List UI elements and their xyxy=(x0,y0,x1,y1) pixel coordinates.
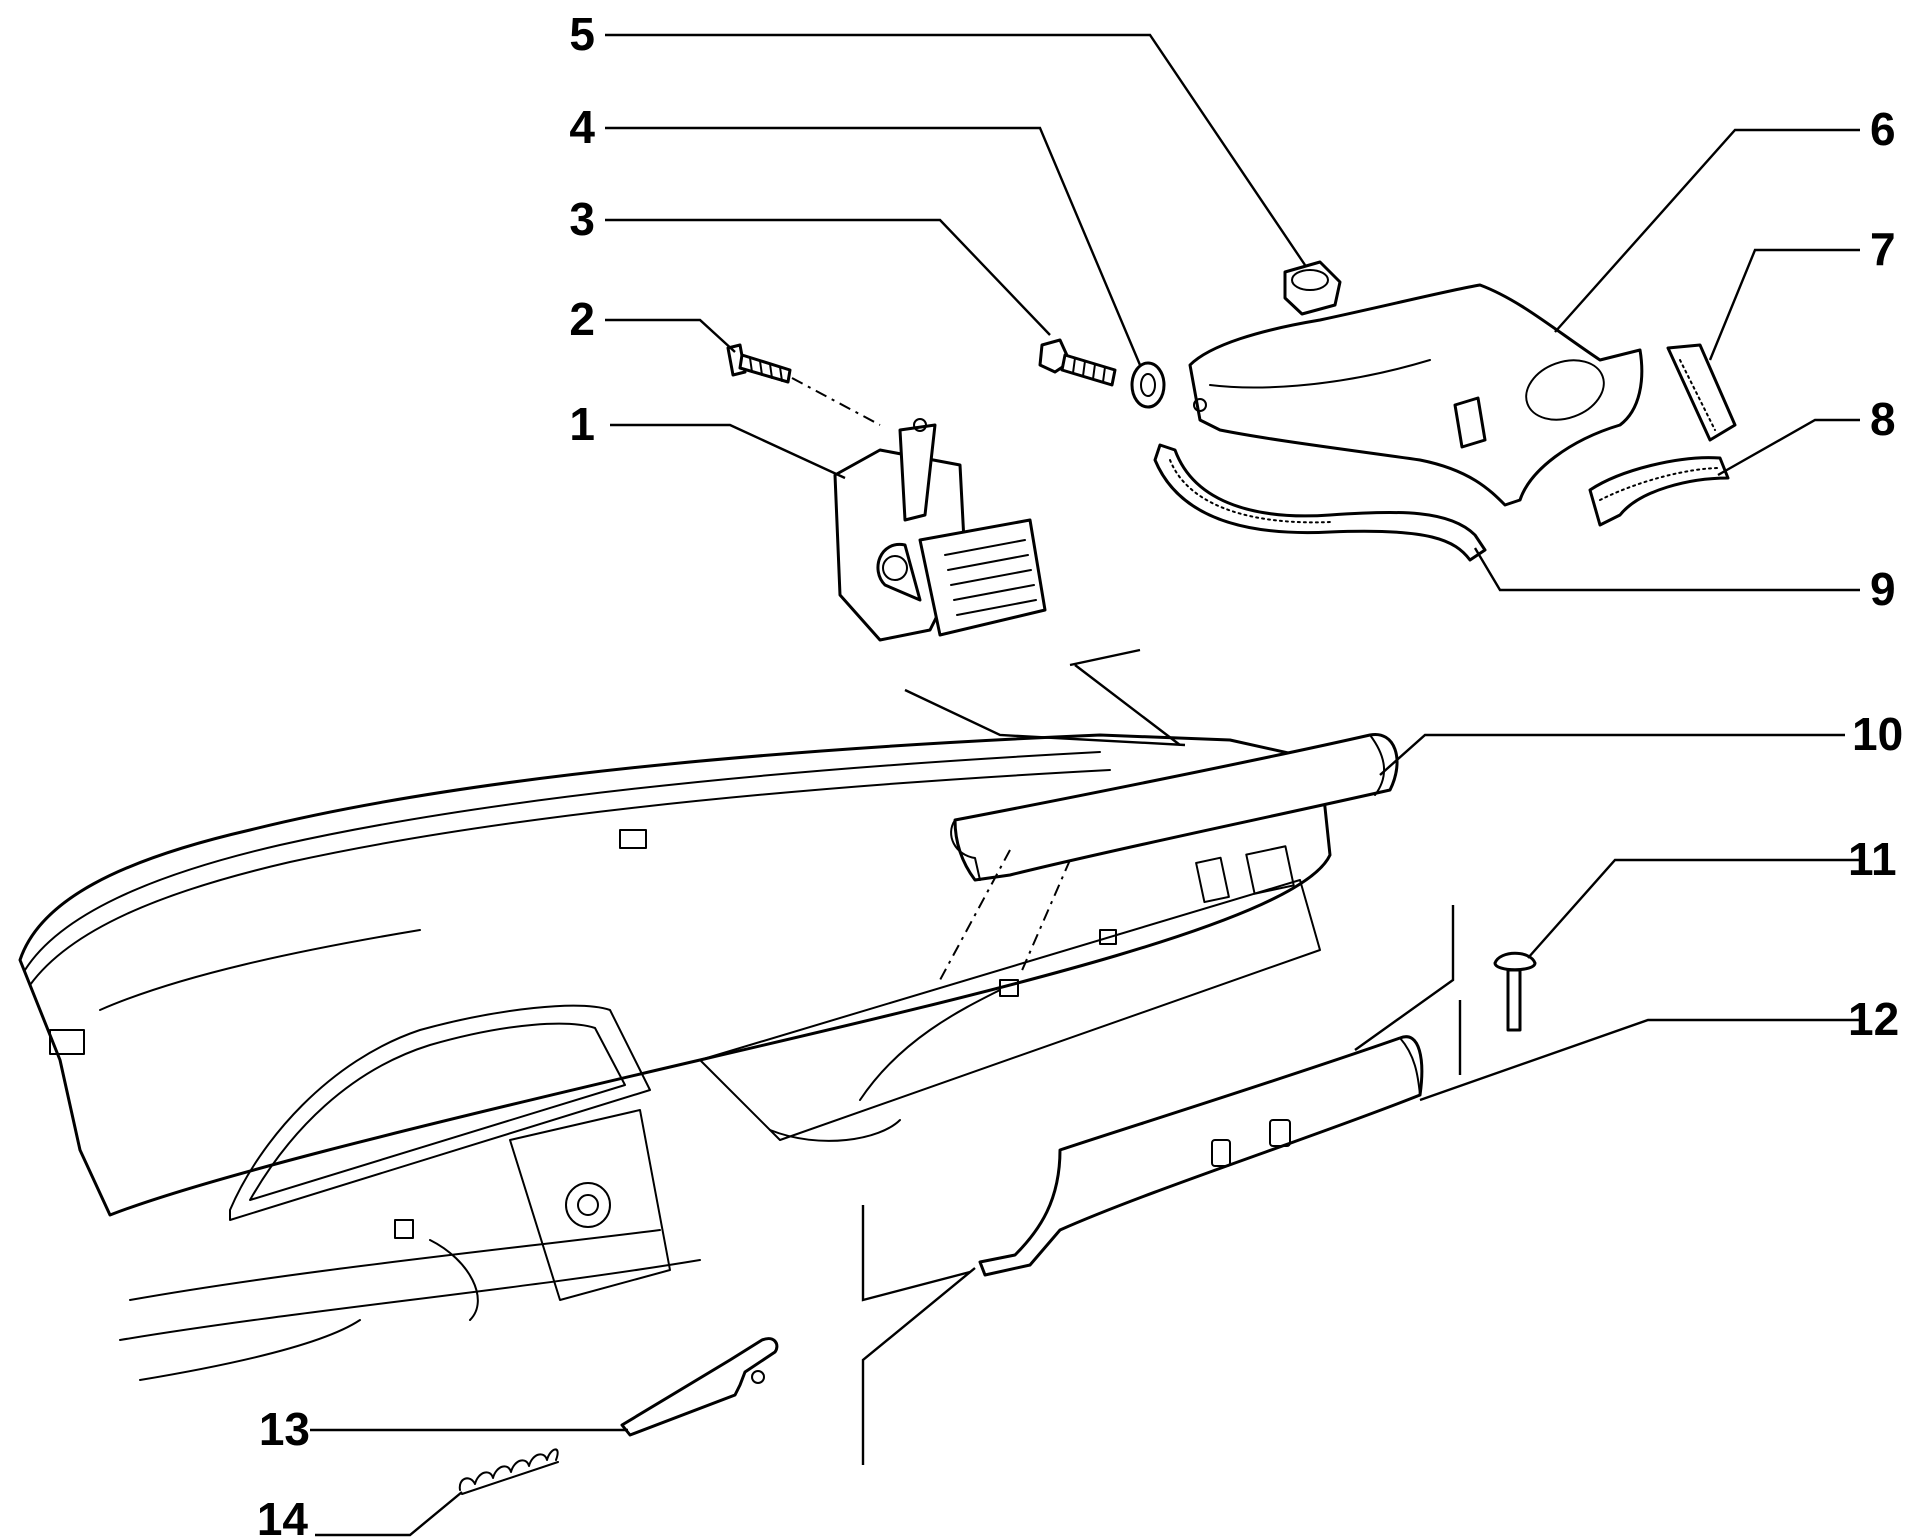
leader-6 xyxy=(1554,128,1860,333)
leader-14 xyxy=(315,1491,463,1537)
leader-11 xyxy=(1527,858,1865,959)
callout-leaders xyxy=(310,33,1865,1537)
callout-4: 4 xyxy=(569,101,595,153)
callout-6: 6 xyxy=(1870,103,1896,155)
leader-4 xyxy=(605,126,1142,366)
guide-lines xyxy=(861,648,1462,1465)
seal-strip-9 xyxy=(1153,443,1487,562)
callout-11: 11 xyxy=(1848,833,1897,885)
nut-5 xyxy=(1283,260,1342,316)
callout-7: 7 xyxy=(1870,223,1896,275)
leader-2 xyxy=(605,318,736,353)
callout-labels: 1 2 3 4 5 6 7 8 9 10 11 12 13 14 xyxy=(257,8,1903,1540)
bracket-6 xyxy=(1188,283,1644,507)
top-cover-10 xyxy=(939,733,1399,981)
callout-10: 10 xyxy=(1852,708,1903,760)
bolt-3 xyxy=(1038,338,1117,387)
washer-4 xyxy=(1130,361,1166,409)
leader-7 xyxy=(1708,248,1860,361)
callout-1: 1 xyxy=(569,398,595,450)
leader-8 xyxy=(1717,418,1860,477)
leader-5 xyxy=(605,33,1306,266)
pin-11 xyxy=(1493,951,1537,1032)
screw-2 xyxy=(726,343,881,426)
foam-pad-7 xyxy=(1666,343,1737,442)
leader-1 xyxy=(610,423,846,480)
leader-10 xyxy=(1379,733,1845,776)
callout-5: 5 xyxy=(569,8,595,60)
callout-2: 2 xyxy=(569,293,595,345)
callout-3: 3 xyxy=(569,193,595,245)
callout-14: 14 xyxy=(257,1493,309,1540)
air-vent-assembly xyxy=(833,418,1047,642)
glovebox-lid-12 xyxy=(978,1035,1424,1277)
leader-3 xyxy=(605,218,1051,336)
seal-8 xyxy=(1588,456,1730,527)
spring-14 xyxy=(458,1448,559,1495)
callout-8: 8 xyxy=(1870,393,1896,445)
rod-13 xyxy=(620,1337,779,1437)
leader-9 xyxy=(1473,547,1860,592)
leader-12 xyxy=(1419,1018,1860,1102)
callout-12: 12 xyxy=(1848,993,1899,1045)
callout-13: 13 xyxy=(259,1403,310,1455)
callout-9: 9 xyxy=(1870,563,1896,615)
